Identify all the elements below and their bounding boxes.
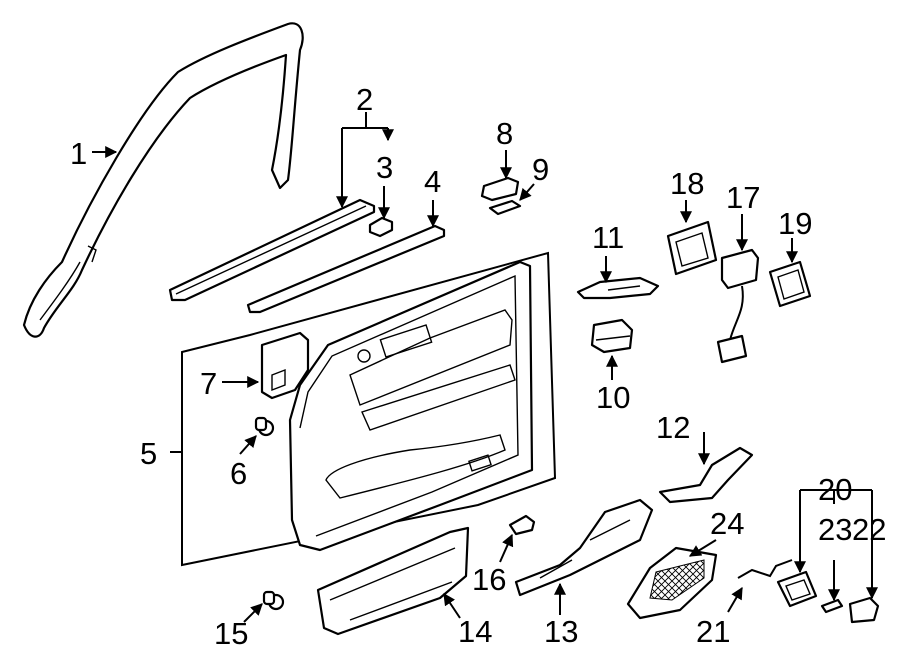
part-5-door-trim-panel[interactable]	[181, 251, 557, 567]
callout-14: 14	[458, 614, 492, 649]
part-8-handle-bezel[interactable]	[480, 176, 520, 202]
part-7-speaker-cover[interactable]	[260, 331, 310, 400]
callout-23: 23	[818, 512, 852, 547]
part-9-pad[interactable]	[488, 199, 522, 216]
callout-7: 7	[200, 366, 217, 401]
part-23-pad[interactable]	[820, 598, 844, 614]
callout-2: 2	[356, 82, 373, 117]
callout-11: 11	[592, 220, 624, 255]
callout-8: 8	[496, 116, 513, 151]
callout-16: 16	[472, 562, 506, 597]
part-1-weatherstrip[interactable]	[22, 22, 304, 338]
part-2-belt-molding[interactable]	[168, 198, 376, 302]
part-13-lower-trim[interactable]	[514, 498, 654, 597]
part-22-cap[interactable]	[848, 596, 880, 624]
part-17-connector[interactable]	[716, 248, 760, 364]
callout-1: 1	[70, 136, 87, 171]
part-20-handle-assembly[interactable]	[776, 570, 818, 608]
callout-18: 18	[670, 166, 704, 201]
part-10-switch[interactable]	[590, 318, 634, 354]
callout-19: 19	[778, 206, 812, 241]
callout-13: 13	[544, 614, 578, 649]
part-3-clip[interactable]	[368, 216, 394, 238]
part-21-rod[interactable]	[737, 559, 793, 579]
part-19-gasket[interactable]	[768, 260, 812, 308]
part-16-clip[interactable]	[508, 514, 536, 536]
callout-22: 22	[852, 512, 886, 547]
part-12-armrest-insert[interactable]	[658, 446, 754, 504]
callout-20: 20	[818, 472, 852, 507]
callout-6: 6	[230, 456, 247, 491]
part-18-mounting-plate[interactable]	[666, 220, 718, 276]
callout-9: 9	[532, 152, 549, 187]
callout-24: 24	[710, 506, 744, 541]
part-24-mesh-panel[interactable]	[626, 546, 718, 620]
callout-15: 15	[214, 616, 248, 651]
part-14-map-pocket[interactable]	[316, 526, 470, 636]
callout-12: 12	[656, 410, 690, 445]
leader-lines	[92, 112, 872, 623]
callout-5: 5	[140, 436, 157, 471]
callout-3: 3	[376, 150, 393, 185]
part-11-switch-panel[interactable]	[576, 276, 660, 300]
callout-17: 17	[726, 180, 760, 215]
callout-21: 21	[696, 614, 730, 649]
part-15-fastener[interactable]	[262, 590, 285, 611]
callout-4: 4	[424, 164, 441, 199]
callout-labels: 1 2 3 4 5 6 7 8 9 10 11 12 13 14 15 16 1…	[70, 82, 886, 651]
callout-10: 10	[596, 380, 630, 415]
part-6-fastener[interactable]	[254, 416, 275, 437]
